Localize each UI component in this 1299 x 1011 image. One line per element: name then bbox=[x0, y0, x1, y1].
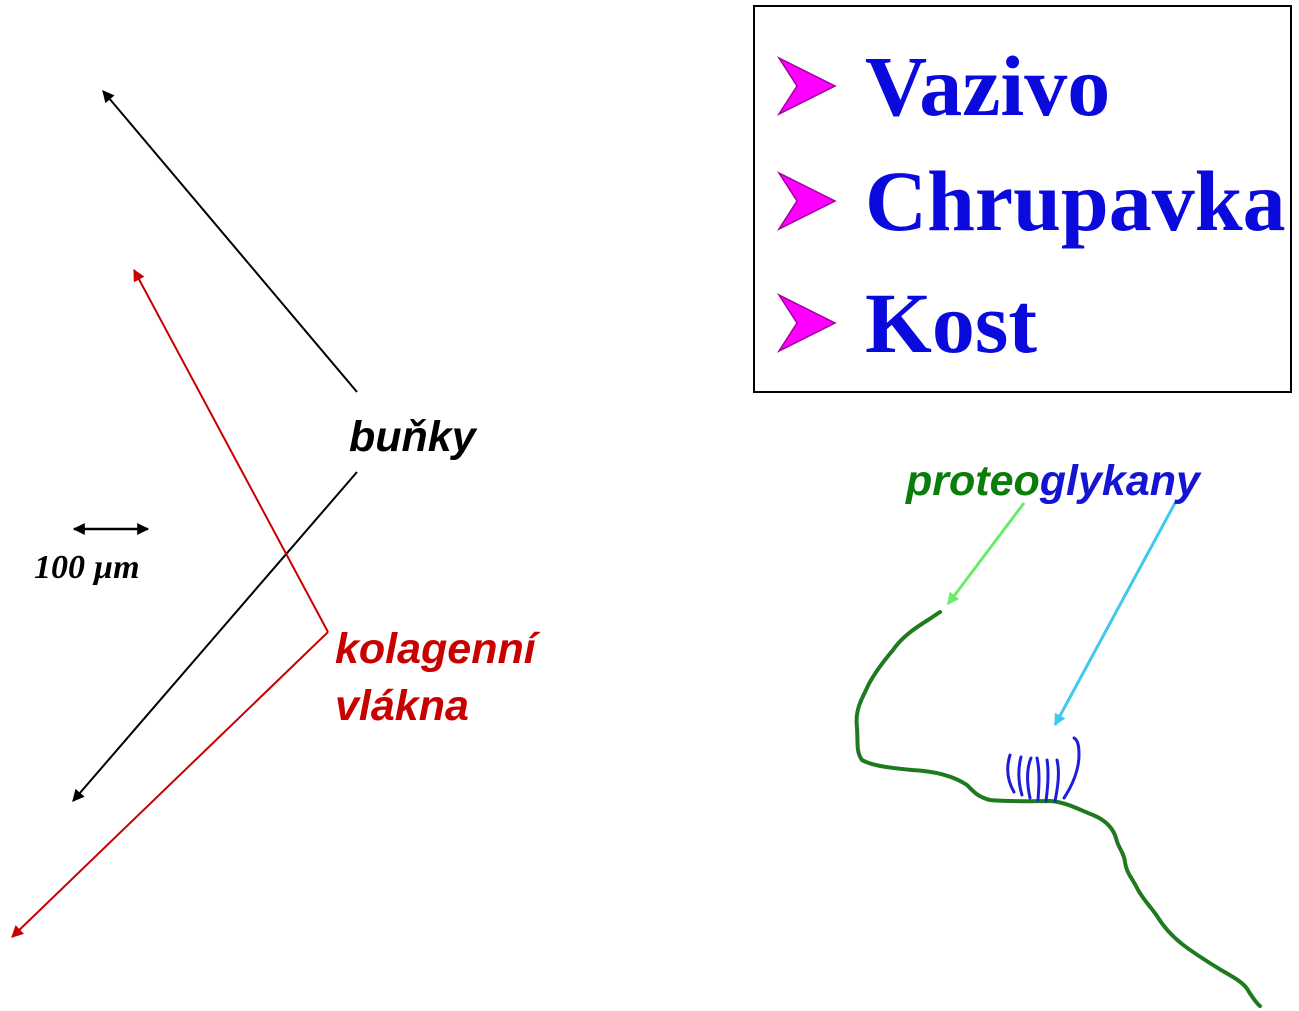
proteoglycan-core-chain bbox=[854, 610, 1262, 1008]
scale-bar-label: 100 µm bbox=[34, 549, 140, 586]
proteoglycans-label-part2: glykany bbox=[1039, 457, 1200, 505]
tissue-legend: Vazivo Chrupavka Kost bbox=[753, 5, 1292, 393]
proteoglycans-label: proteoglykany bbox=[906, 460, 1200, 503]
arrowhead-bullet-icon bbox=[777, 293, 837, 353]
cells-arrow-lower bbox=[72, 471, 358, 802]
collagen-arrow-upper bbox=[133, 268, 329, 633]
glykany-arrow bbox=[1053, 502, 1177, 727]
legend-label-kost: Kost bbox=[865, 275, 1037, 371]
legend-item-chrupavka: Chrupavka bbox=[777, 141, 1286, 261]
glycosaminoglycan-side-chains bbox=[1006, 736, 1081, 803]
legend-label-chrupavka: Chrupavka bbox=[865, 153, 1286, 249]
arrowhead-bullet-icon bbox=[777, 171, 837, 231]
cells-arrow-upper bbox=[102, 90, 358, 393]
legend-item-kost: Kost bbox=[777, 263, 1037, 383]
legend-label-vazivo: Vazivo bbox=[865, 38, 1111, 134]
collagen-arrow-lower bbox=[11, 631, 329, 938]
cells-label: buňky bbox=[349, 413, 476, 461]
legend-item-vazivo: Vazivo bbox=[777, 26, 1110, 146]
collagen-label-line2: vlákna bbox=[335, 682, 469, 730]
collagen-label-line1: kolagenní bbox=[335, 625, 536, 673]
arrowhead-bullet-icon bbox=[777, 56, 837, 116]
proteoglycans-label-part1: proteo bbox=[906, 457, 1040, 505]
proteo-arrow bbox=[946, 502, 1026, 605]
